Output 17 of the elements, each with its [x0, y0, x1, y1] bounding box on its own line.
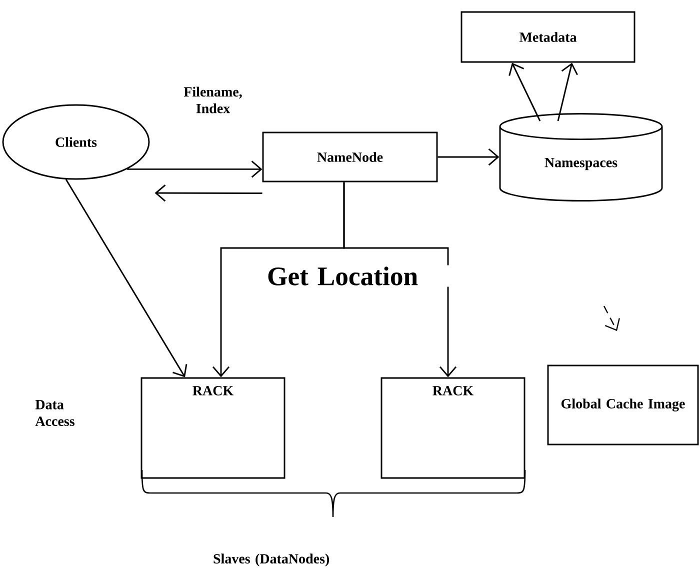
edge-label: Filename, Index: [184, 86, 242, 114]
heading-label: Get Location: [268, 266, 418, 286]
arrow: [127, 160, 262, 178]
arrow: [65, 179, 188, 378]
process-box: NameNode: [262, 132, 438, 182]
arrow: [438, 148, 500, 166]
process-box: Global Cache Image: [547, 364, 699, 446]
database-cylinder: Namespaces: [499, 113, 663, 202]
process-box: Metadata: [460, 11, 636, 63]
arrow: [154, 184, 262, 202]
rack-box: RACK: [380, 377, 526, 479]
arrow: [557, 62, 578, 122]
arrow: [508, 62, 541, 122]
rack-box: RACK: [140, 377, 286, 479]
arrow: [343, 182, 457, 378]
caption: Slaves (DataNodes): [214, 554, 330, 566]
side-label: Data Access: [35, 400, 74, 426]
